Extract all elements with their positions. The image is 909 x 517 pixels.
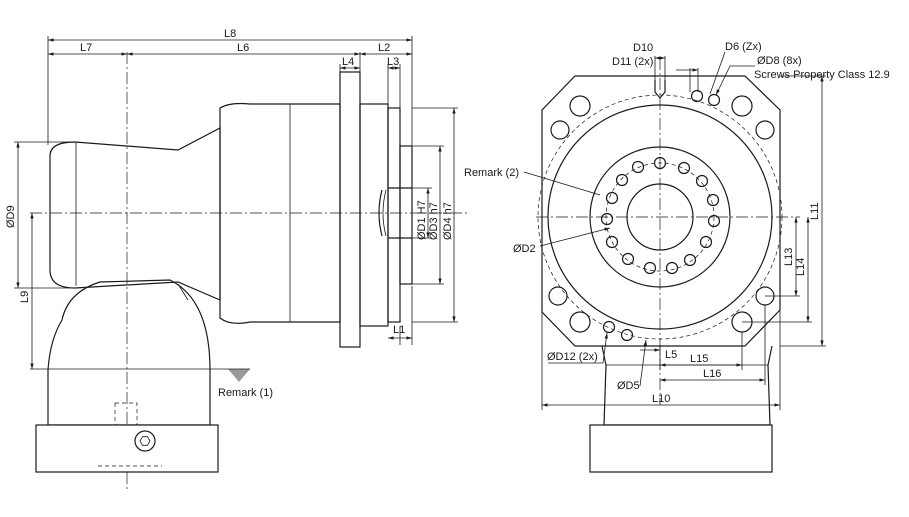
- access-plug: [134, 430, 156, 452]
- flange-face: [387, 107, 401, 323]
- label-L4: L4: [342, 56, 354, 68]
- bolt-pitch-circle: [605, 162, 715, 272]
- flange-hub: [359, 103, 389, 327]
- label-L3: L3: [387, 56, 399, 68]
- output-bolt-holes: [600, 156, 721, 275]
- output-flange-circle: [589, 146, 731, 288]
- output-flange: [339, 71, 361, 348]
- label-L11: L11: [809, 202, 821, 220]
- label-L15: L15: [690, 353, 708, 365]
- leader-D6: [709, 51, 726, 95]
- remark1-label: Remark (1): [218, 387, 273, 399]
- label-L8: L8: [224, 28, 236, 40]
- front-dimensions: D10 D11 (2x) D6 (Zx) ØD8 (8x) Screws Pro…: [464, 41, 890, 410]
- corner-hole-tr: [731, 95, 753, 117]
- leader-remark2: [523, 171, 601, 196]
- label-L16: L16: [703, 368, 721, 380]
- label-L13: L13: [783, 248, 795, 266]
- label-L9: L9: [19, 291, 31, 303]
- label-D9: ØD9: [5, 205, 17, 228]
- remark2-label: Remark (2): [464, 167, 519, 179]
- label-D1: ØD1 H7: [416, 200, 428, 240]
- label-D12: ØD12 (2x): [547, 351, 598, 363]
- label-D3: ØD3 h7: [428, 202, 440, 240]
- label-D6: D6 (Zx): [725, 41, 762, 53]
- front-view: [536, 58, 800, 473]
- leader-D12: [602, 332, 608, 364]
- leader-D2: [539, 227, 611, 247]
- angle-housing: [47, 279, 211, 426]
- corner-hole-tl: [569, 95, 591, 117]
- output-centering: [399, 145, 413, 285]
- label-D5: ØD5: [617, 380, 640, 392]
- label-D4: ØD4 h7: [442, 202, 454, 240]
- leader-D8: [715, 65, 731, 96]
- center-bore: [626, 183, 694, 251]
- corner-hole-tl2: [550, 120, 570, 140]
- label-L7: L7: [80, 42, 92, 54]
- outer-pitch-circle: [537, 94, 783, 340]
- label-screws: Screws Property Class 12.9: [754, 69, 890, 81]
- corner-hole-bl: [569, 311, 591, 333]
- corner-hole-tr2: [755, 120, 775, 140]
- label-L1: L1: [393, 324, 405, 336]
- leader-D5: [639, 339, 647, 387]
- hex-socket: [139, 436, 151, 446]
- label-D8: ØD8 (8x): [757, 55, 802, 67]
- remark1-marker: [228, 369, 250, 382]
- side-view: Remark (1): [30, 52, 470, 490]
- label-D2: ØD2: [513, 243, 536, 255]
- bore-chamfer: [382, 189, 387, 237]
- label-D11: D11 (2x): [612, 56, 653, 68]
- label-D10: D10: [633, 42, 653, 54]
- outer-hole-2: [707, 93, 721, 107]
- label-L6: L6: [237, 42, 249, 54]
- motor-plate: [35, 424, 219, 473]
- label-L2: L2: [378, 42, 390, 54]
- label-L5: L5: [665, 349, 677, 361]
- body-circle: [547, 104, 773, 330]
- gearbox-body: [219, 102, 341, 324]
- front-motor-plate: [589, 424, 773, 473]
- output-bore: [378, 187, 412, 239]
- outer-hole-1: [690, 89, 704, 103]
- outer-hole-3: [602, 320, 616, 334]
- adapter-housing: [49, 127, 221, 301]
- tapped-hole-D10: [654, 80, 666, 99]
- corner-hole-bl2: [548, 286, 568, 306]
- side-dimensions: L8 L7 L6 L2 L4 L3 L1 ØD9 L9 ØD1 H7 ØD3: [5, 28, 458, 369]
- label-L10: L10: [652, 393, 670, 405]
- hidden-bore: [114, 402, 138, 426]
- housing-seam: [177, 283, 189, 301]
- label-L14: L14: [795, 258, 807, 276]
- outer-hole-4: [620, 328, 634, 342]
